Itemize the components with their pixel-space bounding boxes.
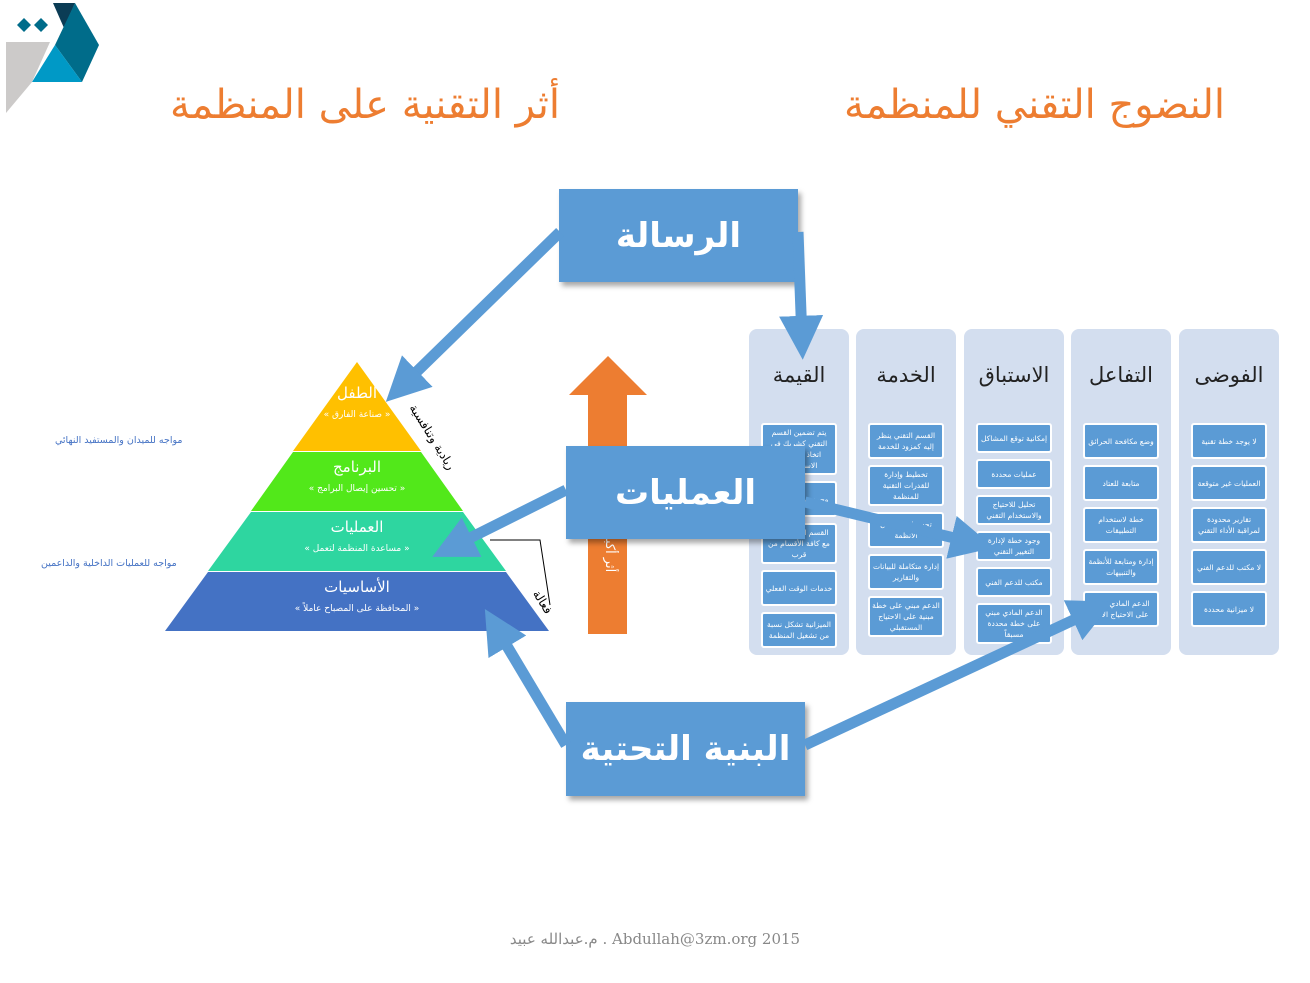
pyramid-level-1: [293, 362, 421, 451]
maturity-column: الخدمة القسم التقني ينظر إليه كمزود للخدم…: [856, 329, 956, 655]
infrastructure-box: البنية التحتية: [566, 702, 805, 796]
maturity-cell: الدعم مبني على خطة مبنية على الاحتياج ال…: [868, 596, 944, 637]
pyramid-level-3: [208, 512, 506, 571]
pyramid-level-subtitle: « تحسين إيصال البرامج »: [308, 484, 406, 494]
maturity-column: الفوضى لا يوجد خطة تقنية العمليات غير متوق…: [1179, 329, 1279, 655]
maturity-cell: لا ميزانية محددة: [1191, 591, 1267, 627]
pyramid-level-4: [165, 572, 549, 631]
maturity-cell: وضع مكافحة الحرائق: [1083, 423, 1159, 459]
footer: م.عبدالله عبيد . Abdullah@3zm.org 2015: [509, 930, 801, 948]
logo-icon: [6, 3, 99, 113]
note-field: مواجه للميدان والمستفيد النهائي: [55, 435, 183, 446]
mission-box: الرسالة: [559, 189, 798, 282]
pyramid-level-subtitle: « صناعة الفارق »: [323, 410, 391, 420]
pyramid-level-title: العمليات: [330, 518, 384, 536]
arrow-mission-to-value: [779, 231, 824, 360]
maturity-cell: عمليات محددة: [976, 459, 1052, 489]
note-internal: مواجه للعمليات الداخلية والداعمين: [41, 558, 177, 569]
arrow-operations-to-pyramid: [432, 485, 569, 557]
maturity-cell: الميزانية تشكل نسبة من تشغيل المنظمة: [761, 612, 837, 648]
column-title: الخدمة: [876, 363, 936, 387]
operations-box: العمليات: [566, 446, 805, 539]
maturity-cell: تقارير محدودة لمراقبة الأداء التقني: [1191, 507, 1267, 543]
maturity-cell: لا يوجد خطة تقنية: [1191, 423, 1267, 459]
pyramid-level-title: الطفل: [337, 384, 377, 402]
maturity-cell: إدارة ومتابعة للأنظمة والتنبيهات: [1083, 549, 1159, 585]
pyramid-level-2: [251, 452, 463, 511]
arrow-operations-to-proactive: [803, 496, 995, 559]
maturity-cell: مكتب للدعم الفني: [976, 567, 1052, 597]
maturity-cell: القسم التقني ينظر إليه كمزود للخدمة: [868, 423, 944, 459]
column-title: الفوضى: [1194, 363, 1264, 387]
maturity-column: الاستباق إمكانية توقع المشاكل عمليات محددة…: [964, 329, 1064, 655]
column-title: التفاعل: [1088, 363, 1154, 387]
pyramid-level-title: الأساسيات: [324, 578, 390, 596]
pyramid-level-title: البرنامج: [332, 458, 381, 476]
maturity-cell: العمليات غير متوقعة: [1191, 465, 1267, 501]
impact-title: أثر التقنية على المنظمة: [170, 82, 560, 128]
maturity-cell: إمكانية توقع المشاكل: [976, 423, 1052, 453]
pyramid-level-subtitle: « مساعدة المنظمة لتعمل »: [304, 544, 410, 554]
arrow-infra-to-pyramid: [484, 608, 571, 748]
column-title: القيمة: [772, 363, 826, 387]
pyramid-level-subtitle: « المحافظة على المصباح عاملاً »: [294, 604, 420, 614]
maturity-title: النضوج التقني للمنظمة: [844, 82, 1225, 128]
column-title: الاستباق: [978, 363, 1050, 387]
arrow-mission-to-child: [385, 228, 564, 402]
maturity-cell: خطة لاستخدام التطبيقات: [1083, 507, 1159, 543]
maturity-cell: تخطيط وإدارة للقدرات التقنية للمنظمة: [868, 465, 944, 506]
maturity-cell: إدارة متكاملة للبيانات والتقارير: [868, 554, 944, 590]
maturity-cell: خدمات الوقت الفعلي: [761, 570, 837, 606]
arrow-infra-to-interaction: [802, 600, 1113, 750]
maturity-cell: متابعة للعتاد: [1083, 465, 1159, 501]
maturity-cell: لا مكتب للدعم الفني: [1191, 549, 1267, 585]
